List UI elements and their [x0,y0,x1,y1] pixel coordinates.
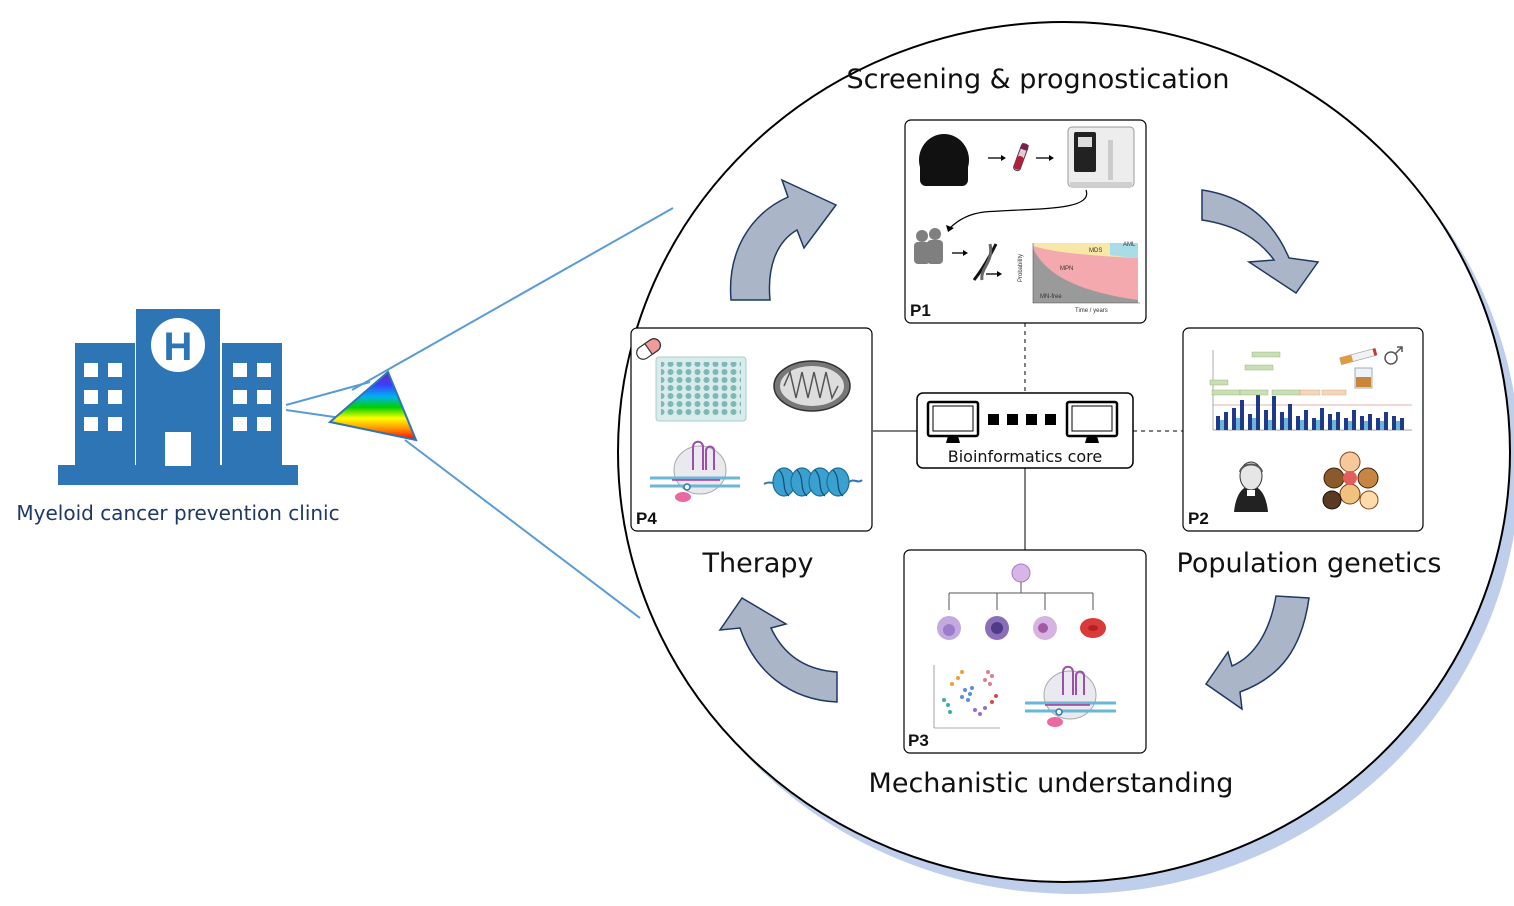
panel-p3: P3 [903,549,1147,754]
tsne-scatter-icon [933,665,1000,729]
chromatin-icon [763,467,863,497]
diverse-faces-icon [1322,451,1379,510]
panel-p2-tag: P2 [1188,509,1209,528]
theme-therapy-title: Therapy [702,548,814,579]
bioinformatics-core-box: Bioinformatics core [916,392,1134,469]
whisky-glass-icon [1354,367,1373,389]
capsule-icon [636,338,661,360]
hospital-icon: H [58,309,298,485]
panel-p2: P2 [1182,327,1424,532]
panel-p3-tag: P3 [908,731,929,750]
hematopoiesis-tree-icon [937,563,1106,640]
core-label: Bioinformatics core [948,447,1103,466]
cigarette-icon [1339,348,1378,365]
arrow-population-to-mechanistic [1204,595,1310,711]
core-connectors [873,323,1183,550]
theme-screening-title: Screening & prognostication [847,64,1230,95]
blood-analyzer-icon [1067,126,1135,188]
chart-label-mn-free: MN-free [1040,294,1062,300]
blood-tube-icon [1013,142,1029,172]
chart-ylabel: Probability [1018,254,1024,282]
crispr-cas9-icon [1025,665,1116,727]
panel-p1: MDS AML MPN MN-free Time / years Probabi… [904,119,1147,324]
theme-mechanistic-title: Mechanistic understanding [869,768,1234,799]
person-group-icon [914,228,943,264]
male-symbol-icon [1384,346,1403,365]
panel-p4-tag: P4 [636,509,657,528]
mendel-portrait-icon [1226,460,1276,512]
arrow-mechanistic-to-therapy [718,596,838,703]
chart-xlabel: Time / years [1075,308,1108,314]
chart-label-aml: AML [1123,242,1136,248]
theme-population-title: Population genetics [1177,548,1442,579]
panel-p4: P4 [630,327,873,532]
panel-p1-tag: P1 [910,301,931,320]
flow-arrow-curve [949,189,1088,229]
dna-icon [972,243,998,281]
chart-label-mpn: MPN [1060,266,1073,272]
prism-icon [327,370,418,442]
mitochondrion-icon [773,360,851,412]
cycle-arrows [718,178,1320,711]
crowd-icon [919,134,969,186]
hospital-letter: H [164,325,193,369]
arrow-screening-to-population [1201,189,1320,295]
stacked-area-chart-icon: MDS AML MPN MN-free Time / years Probabi… [1018,242,1140,314]
chart-label-mds: MDS [1089,248,1102,254]
computer-network-icon [926,400,1119,443]
arrow-therapy-to-screening [729,178,838,301]
well-plate-icon [655,356,747,422]
crispr-cas9-icon-p4 [650,440,740,502]
prism-connector-lines [285,207,674,619]
clinic-label: Myeloid cancer prevention clinic [16,501,339,525]
manhattan-plot-icon [1209,350,1412,431]
